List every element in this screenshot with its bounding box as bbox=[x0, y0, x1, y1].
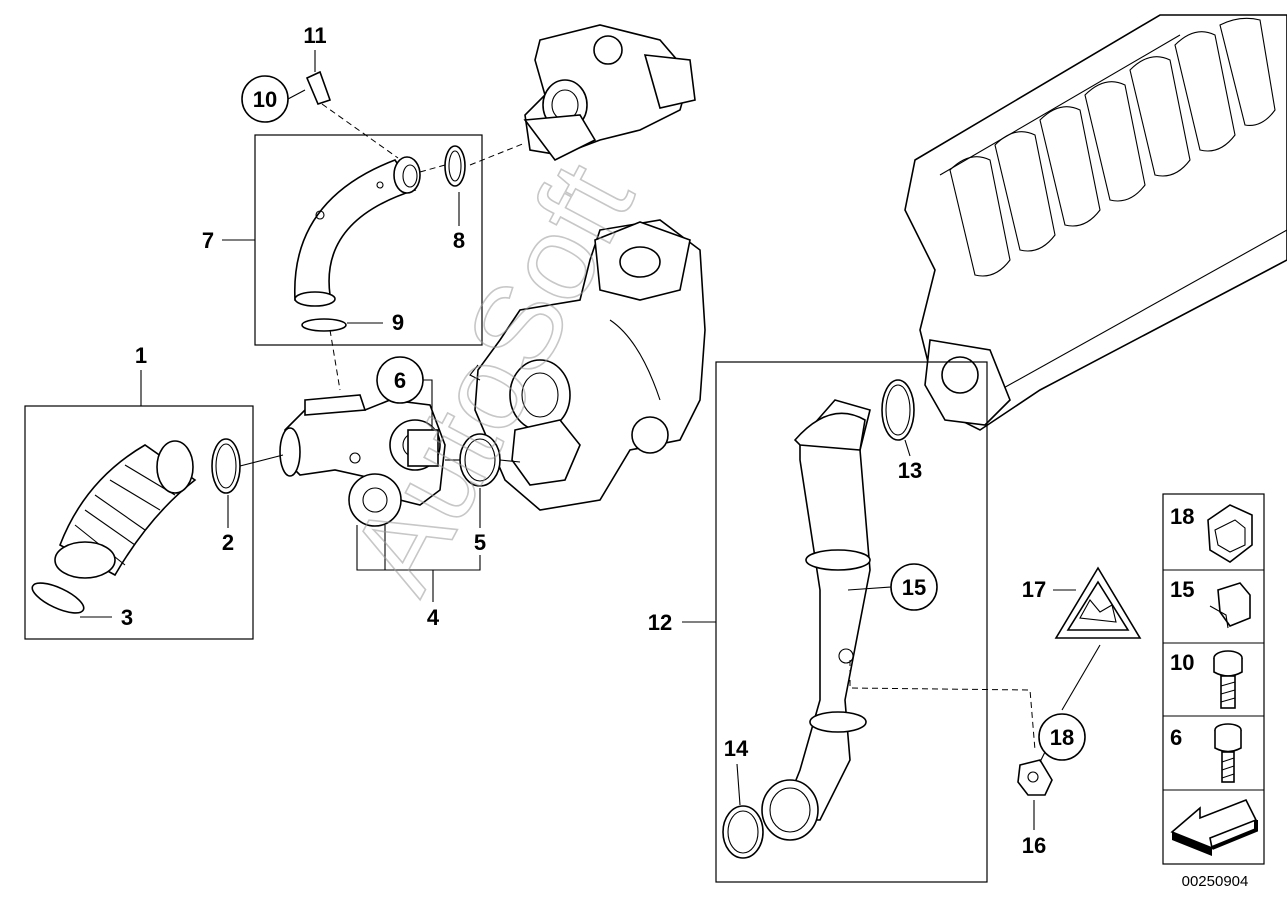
label-16: 16 bbox=[1022, 833, 1046, 858]
o-ring-14 bbox=[722, 805, 764, 859]
label-12: 12 bbox=[648, 610, 672, 635]
charge-air-pipe bbox=[761, 399, 871, 841]
diagram-id: 00250904 bbox=[1182, 873, 1249, 890]
label-1: 1 bbox=[135, 343, 147, 368]
part-box-1 bbox=[24, 405, 254, 640]
label-4: 4 bbox=[427, 605, 440, 630]
screw-icon bbox=[1213, 650, 1243, 709]
callout-18-label: 18 bbox=[1050, 725, 1074, 750]
legend-number-15: 15 bbox=[1170, 577, 1194, 602]
label-2: 2 bbox=[222, 530, 234, 555]
legend-item-18: 18 bbox=[1170, 504, 1253, 563]
o-ring-9 bbox=[301, 318, 347, 332]
sensor-16 bbox=[1017, 759, 1053, 796]
legend-item-10: 10 bbox=[1170, 650, 1243, 709]
callout-15-label: 15 bbox=[902, 575, 926, 600]
o-ring-8 bbox=[444, 145, 466, 187]
warning-label-17 bbox=[1054, 566, 1142, 639]
hose-clip-icon bbox=[1207, 504, 1253, 563]
middle-turbocharger bbox=[469, 219, 706, 511]
legend-item-15: 15 bbox=[1170, 577, 1251, 629]
o-ring-13 bbox=[881, 379, 915, 441]
allen-screw-icon bbox=[1214, 723, 1242, 783]
leader-upper-turbo bbox=[469, 142, 526, 166]
callout-6: 6 bbox=[376, 356, 433, 430]
intake-manifold bbox=[904, 14, 1287, 431]
legend-number-6: 6 bbox=[1170, 725, 1182, 750]
arrow-icon bbox=[1170, 798, 1258, 856]
label-7: 7 bbox=[202, 228, 214, 253]
spring-clip-icon bbox=[1209, 582, 1251, 629]
upper-turbocharger bbox=[523, 24, 696, 162]
o-ring-3 bbox=[31, 582, 85, 614]
legend-number-10: 10 bbox=[1170, 650, 1194, 675]
legend-panel: 18 15 10 6 bbox=[1162, 493, 1265, 865]
label-13: 13 bbox=[898, 458, 922, 483]
legend-item-6: 6 bbox=[1170, 723, 1242, 783]
callout-10-label: 10 bbox=[253, 87, 277, 112]
callout-10: 10 bbox=[241, 75, 306, 123]
label-3: 3 bbox=[121, 605, 133, 630]
label-17: 17 bbox=[1022, 577, 1046, 602]
bracket-11 bbox=[305, 70, 332, 105]
label-8: 8 bbox=[453, 228, 465, 253]
label-5: 5 bbox=[474, 530, 486, 555]
callout-15: 15 bbox=[847, 563, 938, 611]
lower-intake-hose bbox=[54, 440, 197, 579]
label-14: 14 bbox=[724, 736, 749, 761]
label-9: 9 bbox=[392, 310, 404, 335]
callout-6-label: 6 bbox=[394, 368, 406, 393]
throttle-housing bbox=[279, 394, 446, 527]
callout-18: 18 bbox=[1038, 713, 1086, 763]
legend-number-18: 18 bbox=[1170, 504, 1194, 529]
upper-intake-pipe bbox=[294, 156, 421, 307]
label-11: 11 bbox=[303, 23, 326, 48]
